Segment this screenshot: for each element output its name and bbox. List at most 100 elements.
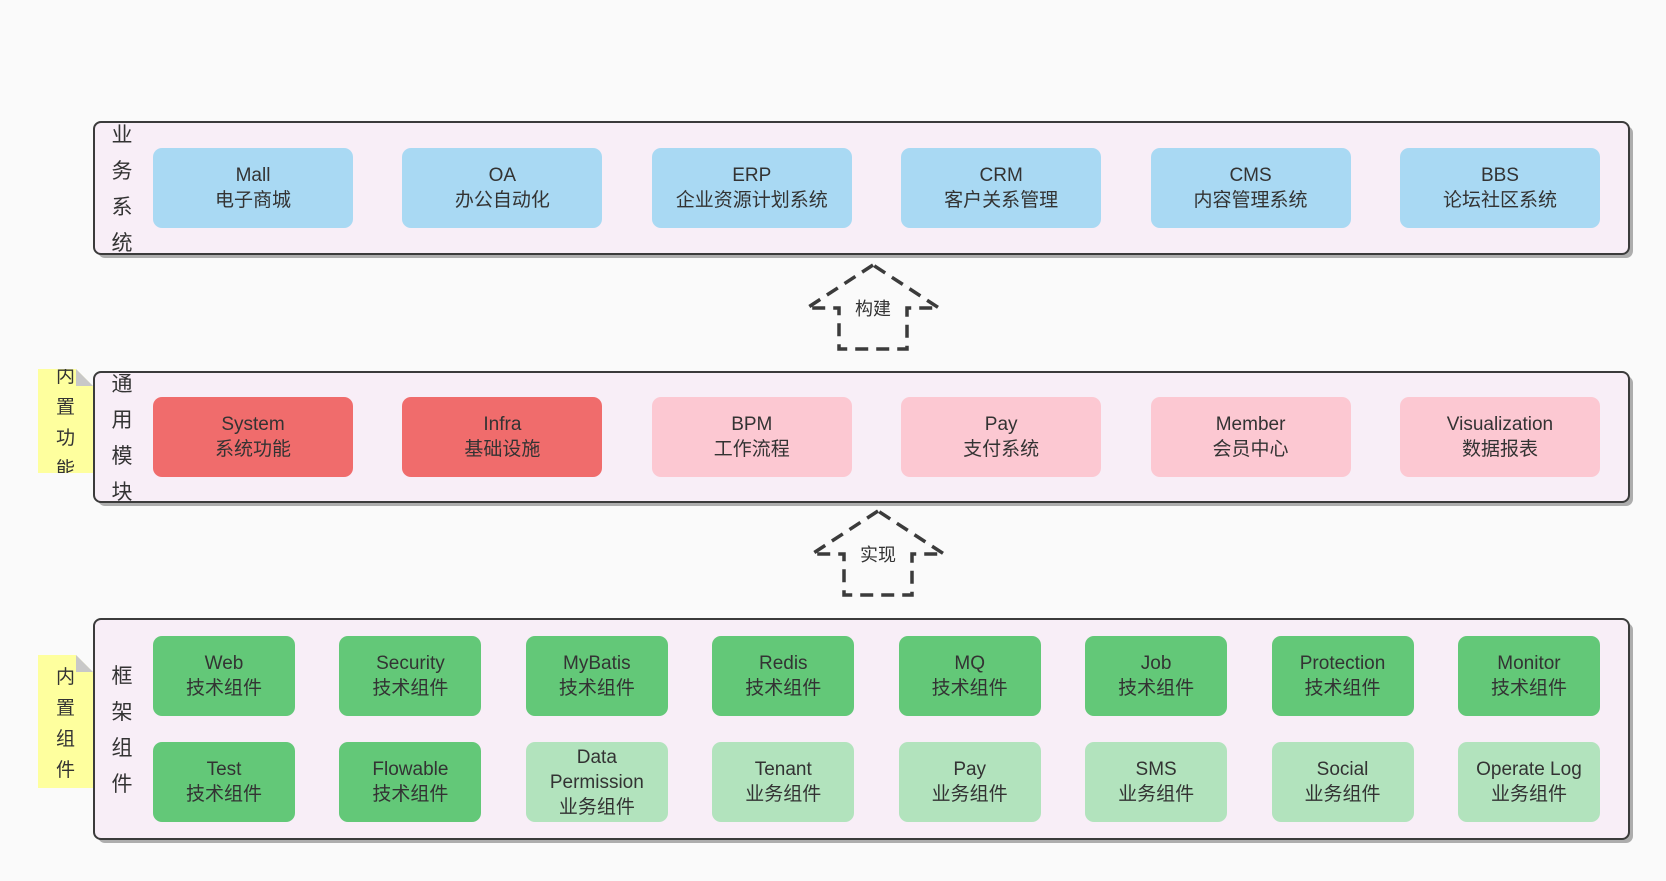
diagram-box-mybatis: MyBatis 技术组件 xyxy=(525,636,668,716)
layer-side-label: 业务系统 xyxy=(111,124,133,255)
box-desc: 工作流程 xyxy=(713,439,790,460)
diagram-box-flowable: Flowable 技术组件 xyxy=(339,742,482,822)
box-desc: 技术组件 xyxy=(185,678,262,699)
box-name: Security xyxy=(376,653,445,674)
sticky-note-built-in-components: 内置组件 xyxy=(38,655,93,788)
up-arrow-icon xyxy=(808,508,948,597)
diagram-box-operate-log: Operate Log 业务组件 xyxy=(1457,742,1600,822)
box-desc: 业务组件 xyxy=(1118,784,1195,805)
box-name: SMS xyxy=(1135,759,1177,780)
box-desc: 技术组件 xyxy=(1304,678,1381,699)
build-arrow-icon: 构建 xyxy=(803,262,943,352)
sticky-label: 内置组件 xyxy=(55,666,75,781)
box-desc: 技术组件 xyxy=(931,678,1008,699)
diagram-box-pay: Pay 支付系统 xyxy=(901,397,1102,477)
box-desc: 技术组件 xyxy=(1118,678,1195,699)
diagram-box-web: Web 技术组件 xyxy=(153,636,295,716)
box-desc: 业务组件 xyxy=(1490,784,1567,805)
implement-arrow-icon: 实现 xyxy=(808,508,948,598)
sticky-note-built-in-features: 内置功能 xyxy=(38,369,93,473)
box-name: Job xyxy=(1140,653,1172,674)
diagram-box-redis: Redis 技术组件 xyxy=(712,636,855,716)
box-name: Test xyxy=(206,759,242,780)
sticky-label: 内置功能 xyxy=(55,366,75,480)
box-name: BPM xyxy=(731,414,773,435)
diagram-box-system: System 系统功能 xyxy=(153,397,353,477)
box-name: Operate Log xyxy=(1476,759,1582,780)
box-desc: 支付系统 xyxy=(963,439,1040,460)
box-desc: 会员中心 xyxy=(1212,439,1289,460)
diagram-box-security: Security 技术组件 xyxy=(339,636,482,716)
box-name: Protection xyxy=(1299,653,1386,674)
box-name: System xyxy=(221,414,285,435)
box-desc: 技术组件 xyxy=(372,678,449,699)
diagram-box-sms: SMS 业务组件 xyxy=(1085,742,1228,822)
diagram-box-bpm: BPM 工作流程 xyxy=(651,397,852,477)
box-name: Mall xyxy=(235,165,271,186)
box-desc: 技术组件 xyxy=(558,678,635,699)
up-arrow-icon xyxy=(803,262,943,351)
folded-corner-icon xyxy=(76,655,93,672)
box-desc: 业务组件 xyxy=(745,784,822,805)
box-desc: 技术组件 xyxy=(185,784,262,805)
box-name: Web xyxy=(204,653,244,674)
box-desc: 系统功能 xyxy=(214,439,291,460)
box-name: Redis xyxy=(758,653,808,674)
diagram-box-tenant: Tenant 业务组件 xyxy=(712,742,855,822)
box-desc: 内容管理系统 xyxy=(1193,190,1308,211)
box-name: CMS xyxy=(1229,165,1272,186)
box-name: Tenant xyxy=(754,759,812,780)
box-desc: 技术组件 xyxy=(1490,678,1567,699)
box-name: Monitor xyxy=(1497,653,1561,674)
diagram-box-test: Test 技术组件 xyxy=(153,742,295,822)
diagram-box-pay: Pay 业务组件 xyxy=(898,742,1041,822)
box-name: Data Permission xyxy=(549,746,644,793)
box-name: MyBatis xyxy=(563,653,631,674)
box-name: Flowable xyxy=(372,759,449,780)
box-desc: 论坛社区系统 xyxy=(1442,190,1557,211)
diagram-box-job: Job 技术组件 xyxy=(1085,636,1228,716)
arrow-label: 构建 xyxy=(851,293,895,323)
box-name: Social xyxy=(1316,759,1369,780)
box-name: Pay xyxy=(984,414,1018,435)
diagram-box-cms: CMS 内容管理系统 xyxy=(1150,148,1351,228)
box-desc: 业务组件 xyxy=(1304,784,1381,805)
box-desc: 基础设施 xyxy=(464,439,541,460)
box-name: Pay xyxy=(953,759,987,780)
box-desc: 技术组件 xyxy=(372,784,449,805)
layer-side-label: 框架组件 xyxy=(111,665,133,796)
box-name: Visualization xyxy=(1446,414,1554,435)
diagram-box-visualization: Visualization 数据报表 xyxy=(1399,397,1600,477)
box-desc: 业务组件 xyxy=(558,796,635,818)
diagram-box-social: Social 业务组件 xyxy=(1271,742,1414,822)
box-desc: 技术组件 xyxy=(745,678,822,699)
box-name: ERP xyxy=(732,165,772,186)
box-desc: 电子商城 xyxy=(214,190,291,211)
box-desc: 业务组件 xyxy=(931,784,1008,805)
box-name: CRM xyxy=(979,165,1023,186)
diagram-box-monitor: Monitor 技术组件 xyxy=(1457,636,1600,716)
box-desc: 数据报表 xyxy=(1461,439,1538,460)
diagram-box-data-permission: Data Permission 业务组件 xyxy=(525,742,668,822)
box-name: Member xyxy=(1215,414,1286,435)
box-name: OA xyxy=(488,165,517,186)
layer-side-label: 通用模块 xyxy=(111,373,133,504)
diagram-box-protection: Protection 技术组件 xyxy=(1271,636,1414,716)
